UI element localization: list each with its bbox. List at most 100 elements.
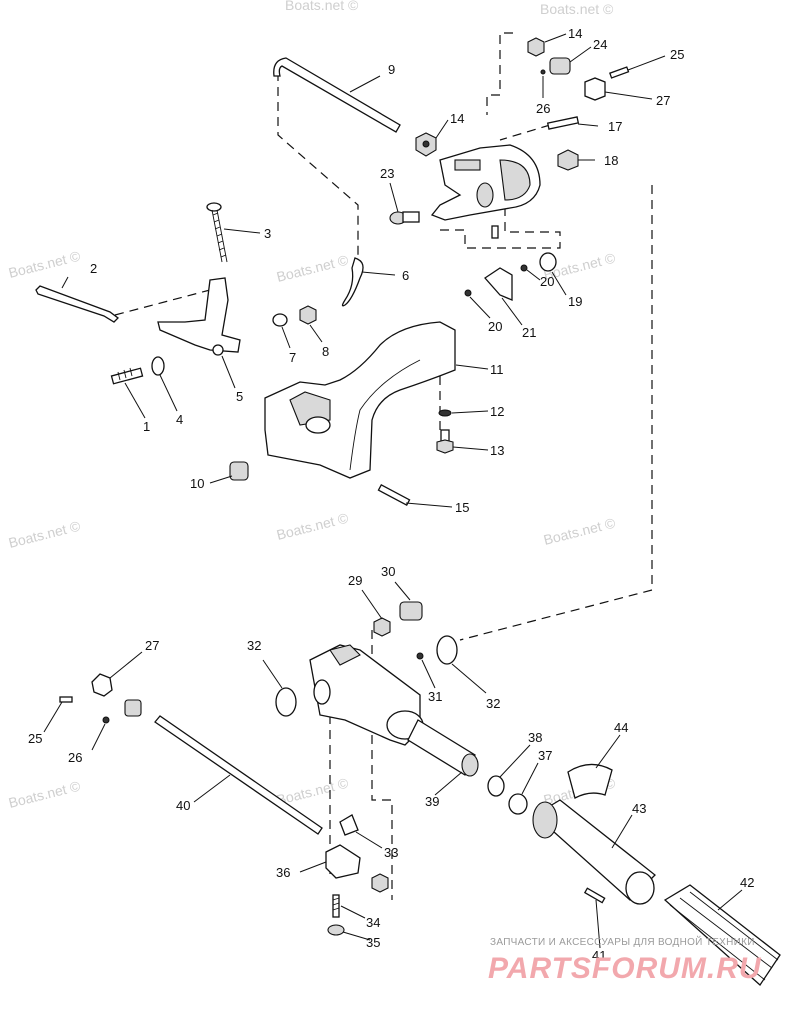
pin-41-drawing xyxy=(583,887,606,904)
part-label-32-left: 32 xyxy=(247,638,261,653)
rod-40-drawing xyxy=(154,715,323,835)
brand-caption: ЗАПЧАСТИ И АКСЕССУАРЫ ДЛЯ ВОДНОЙ ТЕХНИКИ xyxy=(490,935,755,948)
part-label-18: 18 xyxy=(604,153,618,168)
part-label-40: 40 xyxy=(176,798,190,813)
nut-lower-drawing xyxy=(124,699,142,717)
rod-9-drawing xyxy=(273,57,401,133)
lower-assembly xyxy=(59,601,781,986)
watermark: Boats.net © xyxy=(7,777,83,810)
ring-37-drawing xyxy=(508,793,528,815)
nut-29-drawing xyxy=(373,617,391,637)
part-label-37: 37 xyxy=(538,748,552,763)
washer-32-right-drawing xyxy=(436,635,458,665)
part-label-2: 2 xyxy=(90,261,97,276)
part-label-25-top: 25 xyxy=(670,47,684,62)
part-label-24: 24 xyxy=(593,37,607,52)
part-label-32-right: 32 xyxy=(486,696,500,711)
watermark: Boats.net © xyxy=(540,1,614,17)
screw-26-drawing xyxy=(102,716,110,724)
tube-43-drawing xyxy=(532,799,656,905)
part-label-12: 12 xyxy=(490,404,504,419)
part-label-29: 29 xyxy=(348,573,362,588)
bracket-5-drawing xyxy=(157,277,241,356)
upper-bracket-drawing xyxy=(430,144,541,239)
clip-6-drawing xyxy=(341,257,364,307)
part-label-44: 44 xyxy=(614,720,628,735)
nut-31-drawing xyxy=(416,652,424,660)
part-label-35: 35 xyxy=(366,935,380,950)
part-label-36: 36 xyxy=(276,865,290,880)
upper-assembly xyxy=(35,37,630,507)
part-label-9: 9 xyxy=(388,62,395,77)
shaft-39-drawing xyxy=(407,719,479,777)
link-rod-2-drawing xyxy=(35,285,119,323)
part-label-4: 4 xyxy=(176,412,183,427)
part-label-43: 43 xyxy=(632,801,646,816)
pin-25-drawing xyxy=(59,696,73,703)
part-label-6: 6 xyxy=(402,268,409,283)
part-label-26-top: 26 xyxy=(536,101,550,116)
part-label-26-lower: 26 xyxy=(68,750,82,765)
watermark: Boats.net © xyxy=(542,514,618,547)
bolt-18-drawing xyxy=(557,149,579,171)
part-labels: 2 3 1 4 5 6 7 8 9 10 11 12 13 14 14 15 1… xyxy=(28,26,754,963)
part-label-21: 21 xyxy=(522,325,536,340)
watermark: Boats.net © xyxy=(7,247,83,280)
linkage-parts-drawing xyxy=(464,252,557,301)
part-label-13: 13 xyxy=(490,443,504,458)
part-label-33: 33 xyxy=(384,845,398,860)
bushing-10-drawing xyxy=(229,461,249,481)
part-label-11: 11 xyxy=(490,362,504,377)
part-label-25-lower: 25 xyxy=(28,731,42,746)
part-label-10: 10 xyxy=(190,476,204,491)
clip-44-drawing xyxy=(567,763,613,799)
screw-1-drawing xyxy=(110,367,144,385)
leader-lines xyxy=(43,33,743,949)
part-label-38: 38 xyxy=(528,730,542,745)
part-label-20-left: 20 xyxy=(488,319,502,334)
bushing-30-drawing xyxy=(399,601,423,621)
ring-38-drawing xyxy=(487,775,505,797)
washer-32-left-drawing xyxy=(275,687,297,717)
part-label-3: 3 xyxy=(264,226,271,241)
part-label-1: 1 xyxy=(143,419,150,434)
screw-34-drawing xyxy=(332,894,340,918)
watermark: Boats.net © xyxy=(285,0,359,13)
pin-15-drawing xyxy=(377,483,411,507)
part-label-7: 7 xyxy=(289,350,296,365)
bolt-13-drawing xyxy=(436,429,454,454)
brand-logo: ЗАПЧАСТИ И АКСЕССУАРЫ ДЛЯ ВОДНОЙ ТЕХНИКИ… xyxy=(488,935,762,985)
nut-14-drawing xyxy=(415,132,437,157)
part-label-20-right: 20 xyxy=(540,274,554,289)
part-label-5: 5 xyxy=(236,389,243,404)
part-label-14-upper: 14 xyxy=(450,111,464,126)
cam-33-drawing xyxy=(339,814,359,836)
part-label-19: 19 xyxy=(568,294,582,309)
washer-12-drawing xyxy=(438,409,452,417)
part-label-42: 42 xyxy=(740,875,754,890)
tiller-housing-drawing xyxy=(309,644,424,746)
block-36-drawing xyxy=(325,844,389,893)
grip-42-drawing xyxy=(663,884,781,986)
screw-head-35-drawing xyxy=(327,924,345,936)
knob-27-drawing xyxy=(91,673,113,697)
watermark: Boats.net © xyxy=(275,251,351,284)
washer-4-drawing xyxy=(151,356,165,376)
part-label-17: 17 xyxy=(608,119,622,134)
screw-3-drawing xyxy=(206,202,228,263)
pin-17-drawing xyxy=(546,116,580,130)
washer-7-drawing xyxy=(272,313,288,327)
part-label-23: 23 xyxy=(380,166,394,181)
part-label-27-top: 27 xyxy=(656,93,670,108)
part-label-8: 8 xyxy=(322,344,329,359)
brand-logo-text: PARTSFORUM.RU xyxy=(488,952,762,985)
watermark: Boats.net © xyxy=(275,509,351,542)
arm-11-drawing xyxy=(264,321,456,479)
part-label-34: 34 xyxy=(366,915,380,930)
part-label-27-lower: 27 xyxy=(145,638,159,653)
part-label-15: 15 xyxy=(455,500,469,515)
part-label-31: 31 xyxy=(428,689,442,704)
bolt-23-drawing xyxy=(389,211,420,225)
top-nuts-drawing xyxy=(527,37,630,101)
